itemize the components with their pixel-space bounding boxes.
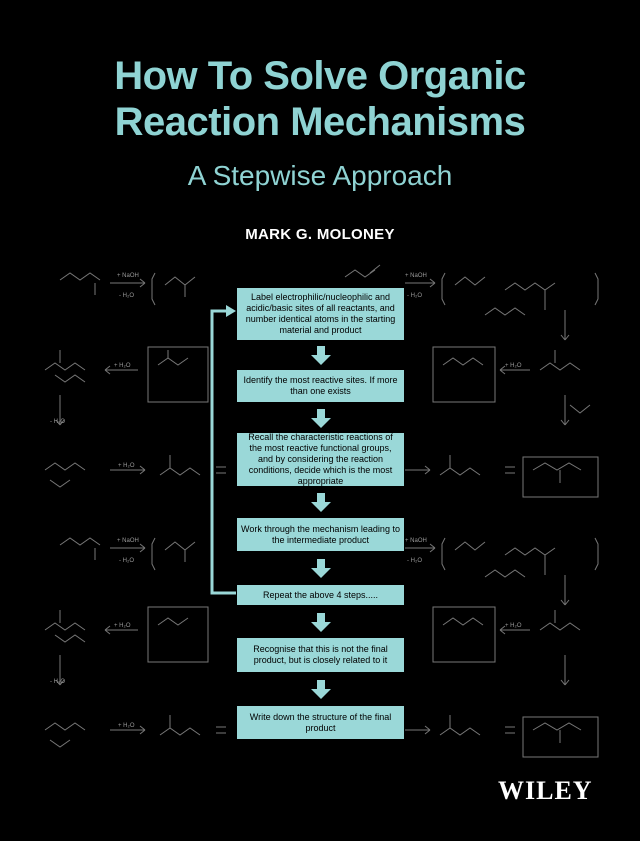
step-2-box: Identify the most reactive sites. If mor… [237,370,404,402]
reagent-h2o-11: - H₂O [50,679,65,685]
reagent-naoh-2: + NaOH [405,273,427,279]
reagent-h2o-6: + H₂O [118,463,135,469]
reagent-h2o-2: - H₂O [407,293,422,299]
reagent-h2o-7: - H₂O [119,558,134,564]
reagent-h2o-3: + H₂O [114,363,131,369]
book-title-line-1: How To Solve Organic [114,54,526,98]
book-title-line-2: Reaction Mechanisms [114,100,526,144]
step-3-box: Recall the characteristic reactions of t… [237,432,404,486]
step-7-box: Write down the structure of the final pr… [237,706,404,739]
step-6-box: Recognise that this is not the final pro… [237,638,404,672]
loop-arrowhead [226,305,236,317]
down-arrow-5 [311,613,331,632]
down-arrow-6 [311,680,331,699]
reagent-h2o-5: - H₂O [50,419,65,425]
down-arrow-2 [311,409,331,428]
reagent-h2o-1: - H₂O [119,293,134,299]
reagent-labels: + NaOH - H₂O + NaOH - H₂O + H₂O + H₂O - … [50,273,522,729]
step-1-box: Label electrophilic/nucleophilic and aci… [237,288,404,340]
reagent-naoh-1: + NaOH [117,273,139,279]
schematic-lines [44,264,599,758]
background-mechanism-scheme: + NaOH - H₂O + NaOH - H₂O + H₂O + H₂O - … [44,264,599,758]
reagent-h2o-9: + H₂O [114,623,131,629]
reagent-h2o-10: + H₂O [505,623,522,629]
publisher-logo: WILEY [498,776,593,805]
repeat-loop-arrow [210,309,236,595]
step-4-box: Work through the mechanism leading to th… [237,518,404,551]
reagent-h2o-4: + H₂O [505,363,522,369]
reagent-h2o-12: + H₂O [118,723,135,729]
down-arrow-1 [311,346,331,365]
reagent-naoh-3: + NaOH [117,538,139,544]
down-arrow-4 [311,559,331,578]
down-arrow-3 [311,493,331,512]
author-name: MARK G. MOLONEY [245,226,395,243]
book-subtitle: A Stepwise Approach [187,160,453,191]
step-5-box: Repeat the above 4 steps..... [237,585,404,605]
reagent-naoh-4: + NaOH [405,538,427,544]
reagent-h2o-8: - H₂O [407,558,422,564]
